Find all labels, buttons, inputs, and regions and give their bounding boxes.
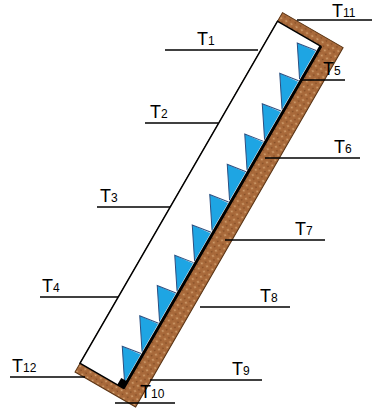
wick-zigzag [177, 222, 211, 261]
wick-zigzag [125, 313, 159, 352]
wick-zigzag [282, 40, 316, 79]
temperature-point-label: T1 [197, 30, 215, 48]
leader-line [150, 379, 262, 381]
wick-zigzag [107, 344, 141, 383]
leader-line [10, 376, 85, 378]
wick-zigzag [230, 131, 264, 170]
wick-triangle [177, 223, 210, 261]
insulation-casing [75, 13, 343, 407]
leader-line [40, 296, 118, 298]
wick-zigzag [195, 192, 229, 231]
temperature-point-label: T6 [334, 138, 352, 156]
wick-zigzag [142, 283, 176, 322]
collector-panel [75, 13, 343, 407]
wick-triangle [142, 284, 175, 322]
temperature-point-label: T7 [295, 220, 313, 238]
temperature-point-label: T10 [140, 383, 164, 401]
wick-zigzag [160, 253, 194, 292]
wick-triangle [247, 102, 280, 140]
temperature-point-label: T12 [12, 357, 36, 375]
wick-zigzag [247, 101, 281, 140]
wick-zigzag [212, 162, 246, 201]
leader-lines [10, 20, 372, 403]
absorber-plate [123, 46, 321, 388]
temperature-point-label: T5 [323, 60, 341, 78]
wick-triangle [107, 344, 140, 382]
temperature-point-label: T8 [260, 287, 278, 305]
wick-zigzag [265, 71, 299, 110]
wick-triangle [230, 132, 263, 170]
leader-line [145, 122, 218, 124]
wick-steps [107, 40, 316, 382]
leader-line [265, 157, 360, 159]
leader-line [300, 79, 345, 81]
temperature-point-label: T9 [232, 360, 250, 378]
wick-triangle [265, 72, 298, 110]
leader-line [225, 239, 325, 241]
corner-block [117, 378, 127, 388]
wick-triangle [195, 193, 228, 231]
leader-line [97, 206, 170, 208]
leader-line [115, 402, 175, 404]
temperature-point-label: T2 [150, 103, 168, 121]
temperature-point-label: T3 [100, 187, 118, 205]
leader-line [200, 306, 290, 308]
wick-triangle [212, 163, 245, 201]
wick-triangle [125, 314, 158, 352]
wick-triangle [282, 41, 315, 79]
temperature-point-label: T11 [332, 2, 355, 20]
temperature-point-label: T4 [42, 277, 60, 295]
wick-triangle [160, 253, 193, 291]
glass-cover [80, 21, 321, 388]
leader-line [165, 49, 258, 51]
